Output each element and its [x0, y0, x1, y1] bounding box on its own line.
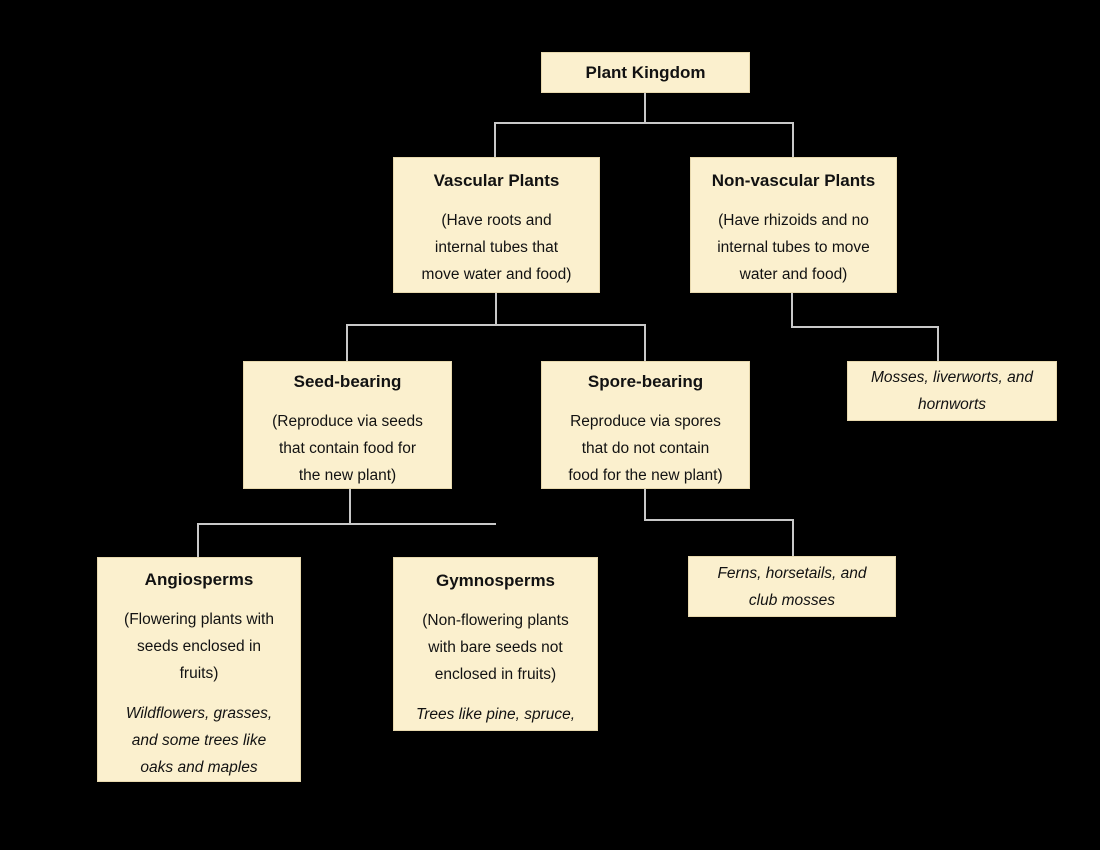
node-description-line: seeds enclosed in [136, 638, 262, 655]
node-seed-bearing: Seed-bearing (Reproduce via seeds that c… [243, 361, 452, 489]
node-description-line: (Reproduce via seeds [272, 413, 423, 430]
node-gymnosperms: Gymnosperms (Non-flowering plants with b… [393, 557, 598, 731]
connector-seed-to-angiosperms [197, 523, 199, 557]
node-title: Non-vascular Plants [711, 171, 876, 190]
node-description-line: (Non-flowering plants [422, 612, 569, 629]
node-ferns-horsetails-clubmosses: Ferns, horsetails, and club mosses [688, 556, 896, 617]
node-examples-line: Mosses, liverworts, and [871, 369, 1033, 386]
connector-spore-stem [644, 489, 646, 521]
node-spore-bearing: Spore-bearing Reproduce via spores that … [541, 361, 750, 489]
node-examples-line: Wildflowers, grasses, [125, 705, 273, 722]
node-description-line: the new plant) [298, 467, 397, 484]
node-mosses-liverworts-hornworts: Mosses, liverworts, and hornworts [847, 361, 1057, 421]
node-description-line: (Have rhizoids and no [718, 212, 869, 229]
node-vascular-plants: Vascular Plants (Have roots and internal… [393, 157, 600, 293]
node-description-line: Reproduce via spores [570, 413, 721, 430]
connector-vascular-to-seed [346, 324, 348, 361]
node-examples-line: oaks and maples [140, 759, 258, 776]
connector-vascular-stem [495, 293, 497, 326]
node-description-line: fruits) [179, 665, 219, 682]
node-description-line: move water and food) [421, 266, 572, 283]
node-description-line: that contain food for [278, 440, 416, 457]
node-description-line: with bare seeds not [428, 639, 563, 656]
node-examples-line: club mosses [748, 591, 836, 609]
connector-nonvascular-stem [791, 293, 793, 328]
connector-vascular-to-spore [644, 324, 646, 361]
node-nonvascular-plants: Non-vascular Plants (Have rhizoids and n… [690, 157, 897, 293]
connector-root-crossbar [494, 122, 794, 124]
node-angiosperms: Angiosperms (Flowering plants with seeds… [97, 557, 301, 782]
node-examples-line: and some trees like [131, 732, 267, 749]
connector-spore-elbow [644, 519, 794, 521]
connector-nonvascular-to-mosses [937, 326, 939, 361]
node-examples-line: Trees like pine, spruce, [415, 706, 576, 723]
node-description-line: (Flowering plants with [124, 611, 274, 628]
connector-root-to-nonvascular [792, 122, 794, 157]
node-description-line: enclosed in fruits) [434, 666, 557, 683]
connector-spore-to-ferns [792, 519, 794, 556]
node-description-line: water and food) [739, 266, 848, 283]
connector-seed-crossbar [197, 523, 496, 525]
node-title: Spore-bearing [587, 372, 704, 391]
node-plant-kingdom: Plant Kingdom [541, 52, 750, 93]
node-description-line: that do not contain [581, 440, 710, 457]
node-description-line: (Have roots and [441, 212, 552, 229]
node-title: Angiosperms [144, 570, 254, 589]
node-title: Vascular Plants [433, 171, 560, 190]
connector-root-stem [644, 93, 646, 124]
node-description-line: internal tubes to move [717, 239, 870, 256]
node-title: Gymnosperms [435, 571, 556, 590]
node-title: Seed-bearing [293, 372, 402, 391]
connector-seed-stem [349, 489, 351, 525]
node-examples-line: Ferns, horsetails, and [717, 564, 867, 582]
node-description-line: internal tubes that [434, 239, 559, 256]
connector-vascular-crossbar [346, 324, 646, 326]
node-description-line: food for the new plant) [568, 467, 723, 484]
connector-nonvascular-elbow [791, 326, 939, 328]
connector-root-to-vascular [494, 122, 496, 157]
node-examples-line: hornworts [917, 396, 987, 413]
node-title: Plant Kingdom [585, 63, 706, 82]
